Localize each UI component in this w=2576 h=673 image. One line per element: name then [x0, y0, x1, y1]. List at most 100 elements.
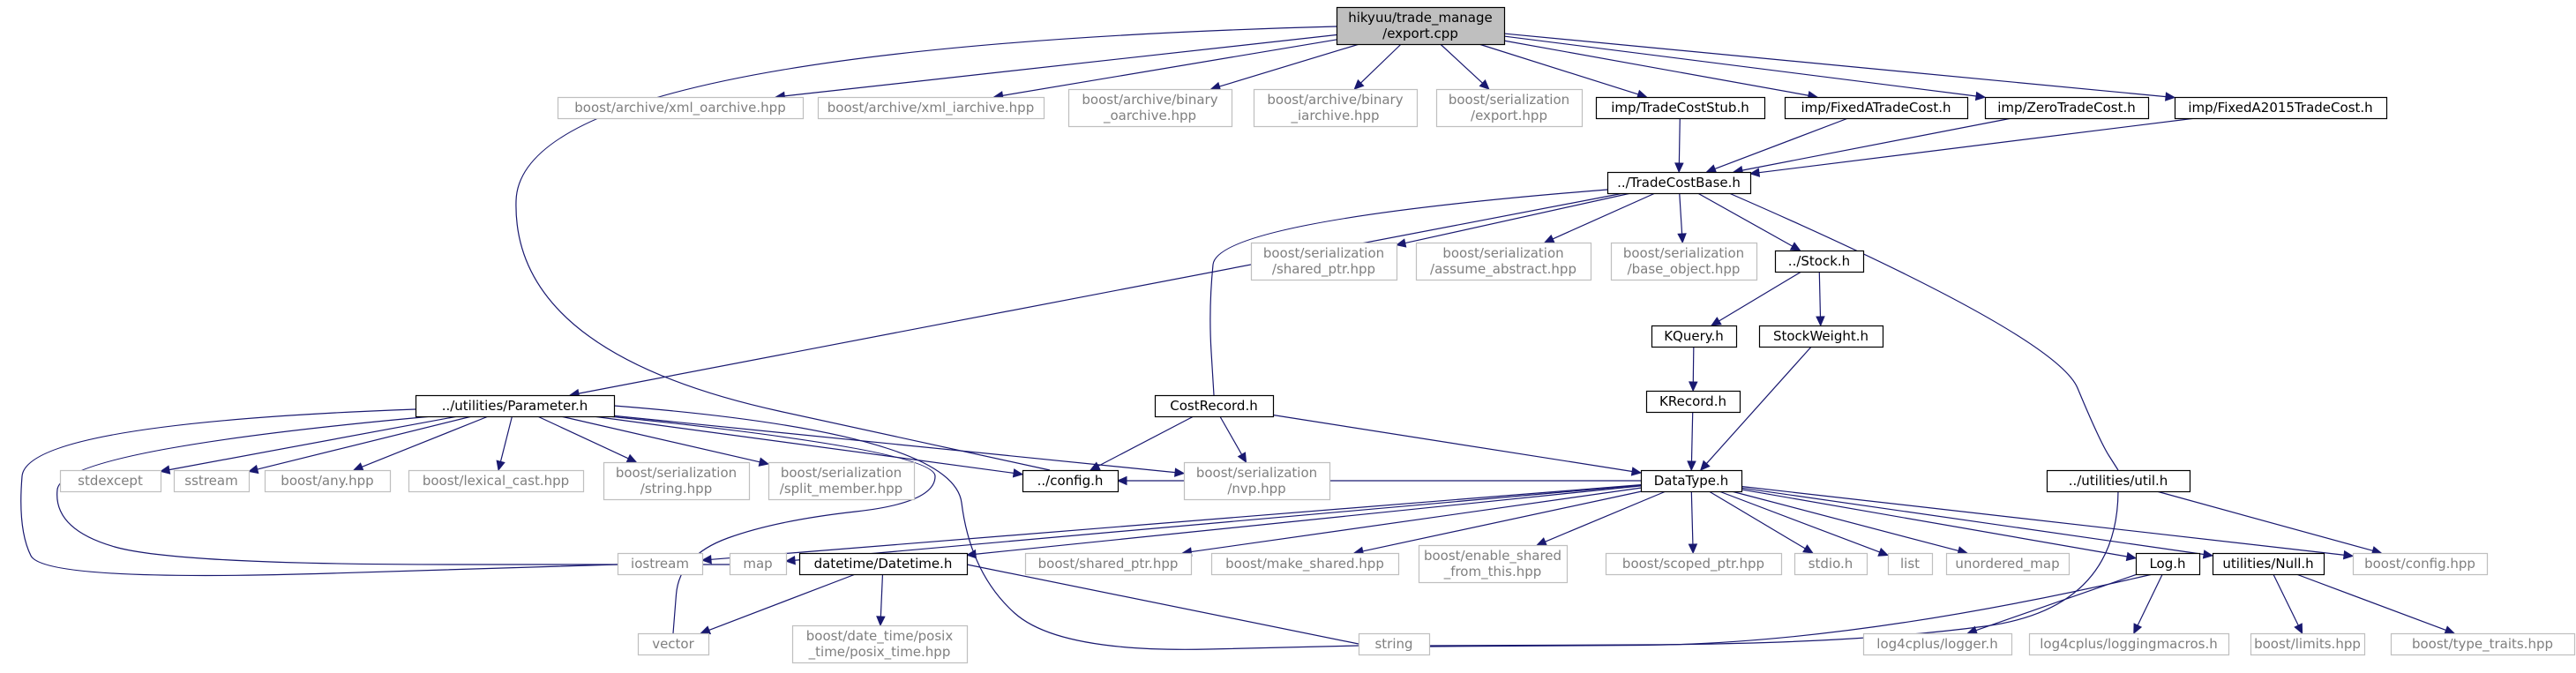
node-box — [1774, 250, 1865, 273]
node-krecord[interactable]: KRecord.h — [1645, 390, 1741, 414]
node-type_traits[interactable]: boost/type_traits.hpp — [2390, 632, 2576, 656]
node-zero[interactable]: imp/ZeroTradeCost.h — [1984, 96, 2150, 120]
edge-arrowhead — [2444, 625, 2456, 635]
node-datatype[interactable]: DataType.h — [1640, 469, 1743, 493]
node-label: DataType.h — [1654, 473, 1729, 489]
edge-null-to-type_traits — [2295, 573, 2446, 632]
node-tcbase[interactable]: ../TradeCostBase.h — [1606, 171, 1752, 195]
node-fixedA2015[interactable]: imp/FixedA2015TradeCost.h — [2174, 96, 2388, 120]
edge-root-to-fixedA — [1503, 40, 1809, 96]
edge-tcbase-to-ser_sharedptr — [1404, 192, 1631, 244]
node-ser_assume[interactable]: boost/serialization/assume_abstract.hpp — [1415, 242, 1592, 281]
node-box — [1358, 632, 1431, 656]
node-box — [2212, 552, 2325, 576]
node-label: /base_object.hpp — [1628, 261, 1741, 278]
node-label: KQuery.h — [1664, 328, 1724, 344]
node-log4_macros[interactable]: log4cplus/loggingmacros.h — [2028, 632, 2230, 656]
node-label: stdexcept — [78, 473, 143, 489]
edge-costrecord-to-datatype — [1272, 414, 1633, 473]
node-label: ../TradeCostBase.h — [1617, 175, 1741, 191]
edge-arrowhead — [1479, 79, 1490, 90]
node-any[interactable]: boost/any.hpp — [264, 469, 392, 493]
node-datetime[interactable]: datetime/Datetime.h — [798, 552, 969, 576]
node-iostream[interactable]: iostream — [617, 552, 704, 576]
node-label: ../Stock.h — [1788, 253, 1850, 269]
node-box — [603, 461, 751, 501]
edges-layer — [20, 26, 2456, 650]
node-unordered_map[interactable]: unordered_map — [1945, 552, 2071, 576]
node-make_shared[interactable]: boost/make_shared.hpp — [1210, 552, 1400, 576]
edge-arrowhead — [352, 462, 364, 471]
node-ser_splitmember[interactable]: boost/serialization/split_member.hpp — [768, 461, 916, 501]
node-stdio[interactable]: stdio.h — [1793, 552, 1868, 576]
edge-parameter-to-iostream — [20, 408, 618, 577]
node-label: boost/archive/binary — [1267, 92, 1403, 108]
node-xml_oarchive[interactable]: boost/archive/xml_oarchive.hpp — [557, 96, 805, 120]
node-boost_config[interactable]: boost/config.hpp — [2352, 552, 2489, 576]
edge-datatype-to-stdio — [1708, 490, 1806, 550]
edge-root-to-fixedA2015 — [1503, 33, 2167, 98]
node-box — [1862, 632, 2013, 656]
edge-arrowhead — [1816, 316, 1825, 327]
node-scoped_ptr[interactable]: boost/scoped_ptr.hpp — [1605, 552, 1783, 576]
edge-root-to-xml_oarchive — [784, 34, 1337, 97]
node-lexical[interactable]: boost/lexical_cast.hpp — [408, 469, 585, 493]
node-label: boost/serialization — [1449, 92, 1569, 108]
node-box — [2390, 632, 2576, 656]
edge-tcstub-to-tcbase — [1678, 117, 1681, 164]
node-shared_ptr[interactable]: boost/shared_ptr.hpp — [1024, 552, 1193, 576]
node-box — [1793, 552, 1868, 576]
edge-util-to-boost_config — [2156, 490, 2373, 551]
edge-datatype-to-log — [1741, 489, 2128, 557]
node-ser_nvp[interactable]: boost/serialization/nvp.hpp — [1183, 461, 1331, 501]
node-ser_baseobj[interactable]: boost/serialization/base_object.hpp — [1610, 242, 1758, 281]
node-label: boost/lexical_cast.hpp — [423, 473, 569, 490]
edge-parameter-to-map — [56, 415, 730, 565]
node-box — [617, 552, 704, 576]
edge-arrowhead — [758, 457, 770, 467]
edge-tcbase-to-costrecord — [1209, 189, 1608, 396]
node-box — [798, 552, 969, 576]
node-label: imp/ZeroTradeCost.h — [1997, 100, 2136, 116]
node-label: /split_member.hpp — [780, 481, 902, 497]
node-binary_iarchive[interactable]: boost/archive/binary_iarchive.hpp — [1253, 88, 1419, 128]
node-tcstub[interactable]: imp/TradeCostStub.h — [1595, 96, 1766, 120]
node-kquery[interactable]: KQuery.h — [1651, 325, 1738, 348]
node-box — [1154, 394, 1275, 418]
node-string[interactable]: string — [1358, 632, 1431, 656]
node-label: map — [743, 556, 772, 572]
node-root[interactable]: hikyuu/trade_manage/export.cpp — [1336, 6, 1506, 46]
edge-zero-to-tcbase — [1741, 117, 2012, 171]
node-xml_iarchive[interactable]: boost/archive/xml_iarchive.hpp — [817, 96, 1045, 120]
edge-datatype-to-boost_config — [1741, 485, 2345, 556]
node-enable_shared[interactable]: boost/enable_shared_from_this.hpp — [1418, 544, 1569, 584]
node-binary_oarchive[interactable]: boost/archive/binary_oarchive.hpp — [1067, 88, 1233, 128]
node-map[interactable]: map — [729, 552, 788, 576]
node-label: boost/enable_shared — [1424, 548, 1561, 565]
node-list[interactable]: list — [1887, 552, 1934, 576]
node-posix[interactable]: boost/date_time/posix_time/posix_time.hp… — [791, 624, 969, 664]
node-stdexcept[interactable]: stdexcept — [59, 469, 162, 493]
node-box — [59, 469, 162, 493]
node-limits[interactable]: boost/limits.hpp — [2250, 632, 2366, 656]
node-label: boost/serialization — [1442, 245, 1563, 261]
node-parameter[interactable]: ../utilities/Parameter.h — [415, 394, 616, 418]
node-util[interactable]: ../utilities/util.h — [2046, 469, 2191, 493]
node-stockweight[interactable]: StockWeight.h — [1758, 325, 1884, 348]
node-stock[interactable]: ../Stock.h — [1774, 250, 1865, 273]
node-costrecord[interactable]: CostRecord.h — [1154, 394, 1275, 418]
node-label: /nvp.hpp — [1227, 481, 1285, 497]
node-box — [1024, 552, 1193, 576]
node-ser_export[interactable]: boost/serialization/export.hpp — [1435, 88, 1584, 128]
node-fixedA[interactable]: imp/FixedATradeCost.h — [1784, 96, 1969, 120]
node-vector[interactable]: vector — [637, 632, 710, 656]
node-log[interactable]: Log.h — [2135, 552, 2201, 576]
node-log4_logger[interactable]: log4cplus/logger.h — [1862, 632, 2013, 656]
node-config[interactable]: ../config.h — [1022, 469, 1120, 493]
node-ser_sharedptr[interactable]: boost/serialization/shared_ptr.hpp — [1250, 242, 1398, 281]
node-sstream[interactable]: sstream — [173, 469, 251, 493]
node-label: boost/make_shared.hpp — [1225, 556, 1384, 572]
node-label: ../config.h — [1037, 473, 1104, 489]
node-null[interactable]: utilities/Null.h — [2212, 552, 2325, 576]
node-ser_string[interactable]: boost/serialization/string.hpp — [603, 461, 751, 501]
